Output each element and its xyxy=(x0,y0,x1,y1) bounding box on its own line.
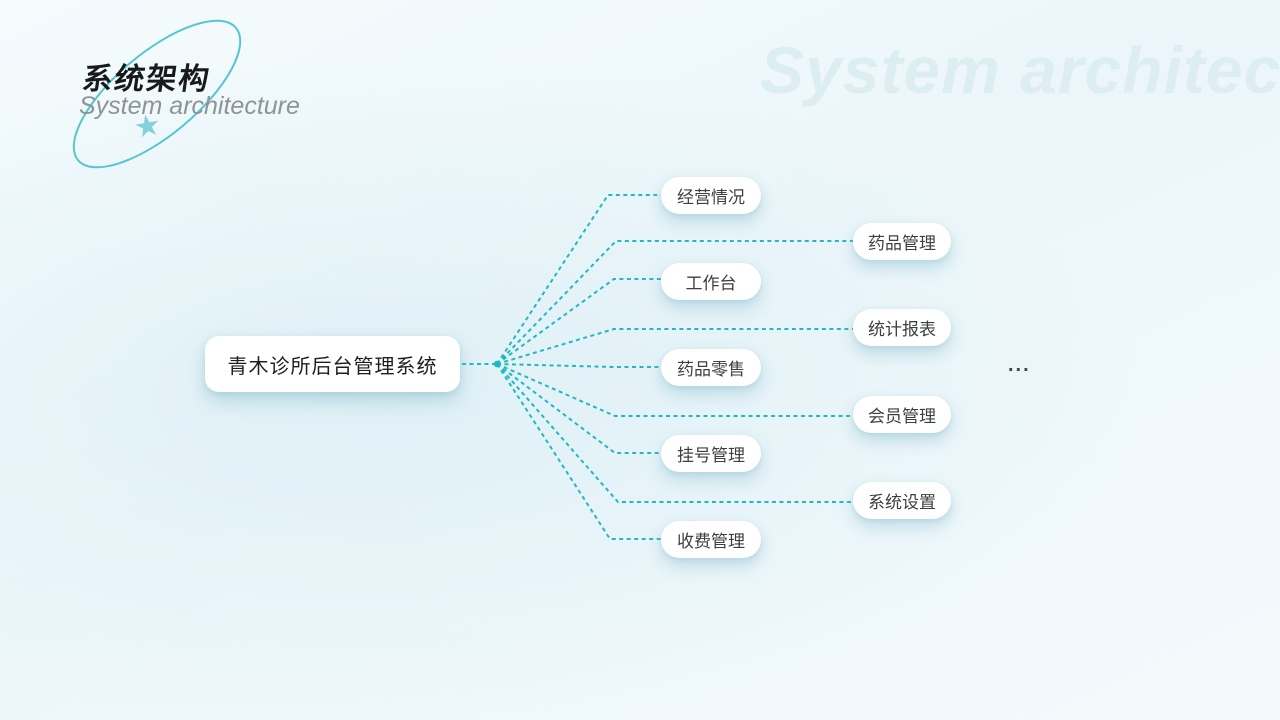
star-icon: ★ xyxy=(131,107,164,146)
page-subtitle: System architecture xyxy=(79,92,300,120)
node-label: 会员管理 xyxy=(868,407,936,426)
node-label: 系统设置 xyxy=(868,493,936,512)
mindmap-node-shoufeiguanli: 收费管理 xyxy=(661,521,761,558)
node-label: 药品零售 xyxy=(677,360,745,379)
mindmap-node-tongjibaobiao: 统计报表 xyxy=(853,309,951,346)
mindmap-node-gongzuotai: 工作台 xyxy=(661,263,761,300)
mindmap-node-jingyingqingkuang: 经营情况 xyxy=(661,177,761,214)
node-label: 统计报表 xyxy=(868,320,936,339)
node-label: 药品管理 xyxy=(868,234,936,253)
connector-jingyingqingkuang xyxy=(496,194,661,365)
connector-shoufeiguanli xyxy=(496,363,661,540)
mindmap-node-yaopinguanli: 药品管理 xyxy=(853,223,951,260)
mindmap-node-huiyuanguanli: 会员管理 xyxy=(853,396,951,433)
connector-hub-dot xyxy=(493,360,501,368)
node-label: 经营情况 xyxy=(677,188,745,207)
more-ellipsis: ... xyxy=(1008,354,1031,376)
connector-guahaoguanli xyxy=(496,363,661,454)
mindmap-node-xitongshezhi: 系统设置 xyxy=(853,482,951,519)
mindmap-root-node: 青木诊所后台管理系统 xyxy=(205,336,460,392)
mindmap-node-yaopinlingshou: 药品零售 xyxy=(661,349,761,386)
node-label: 挂号管理 xyxy=(677,446,745,465)
mindmap-node-guahaoguanli: 挂号管理 xyxy=(661,435,761,472)
watermark-text: System architecture xyxy=(760,33,1280,107)
node-label: 工作台 xyxy=(685,274,737,293)
connector-yaopinguanli xyxy=(496,240,853,365)
mindmap-root-label: 青木诊所后台管理系统 xyxy=(227,355,438,378)
node-label: 收费管理 xyxy=(677,532,745,551)
connector-gongzuotai xyxy=(496,278,661,365)
connector-yaopinlingshou xyxy=(496,363,661,368)
